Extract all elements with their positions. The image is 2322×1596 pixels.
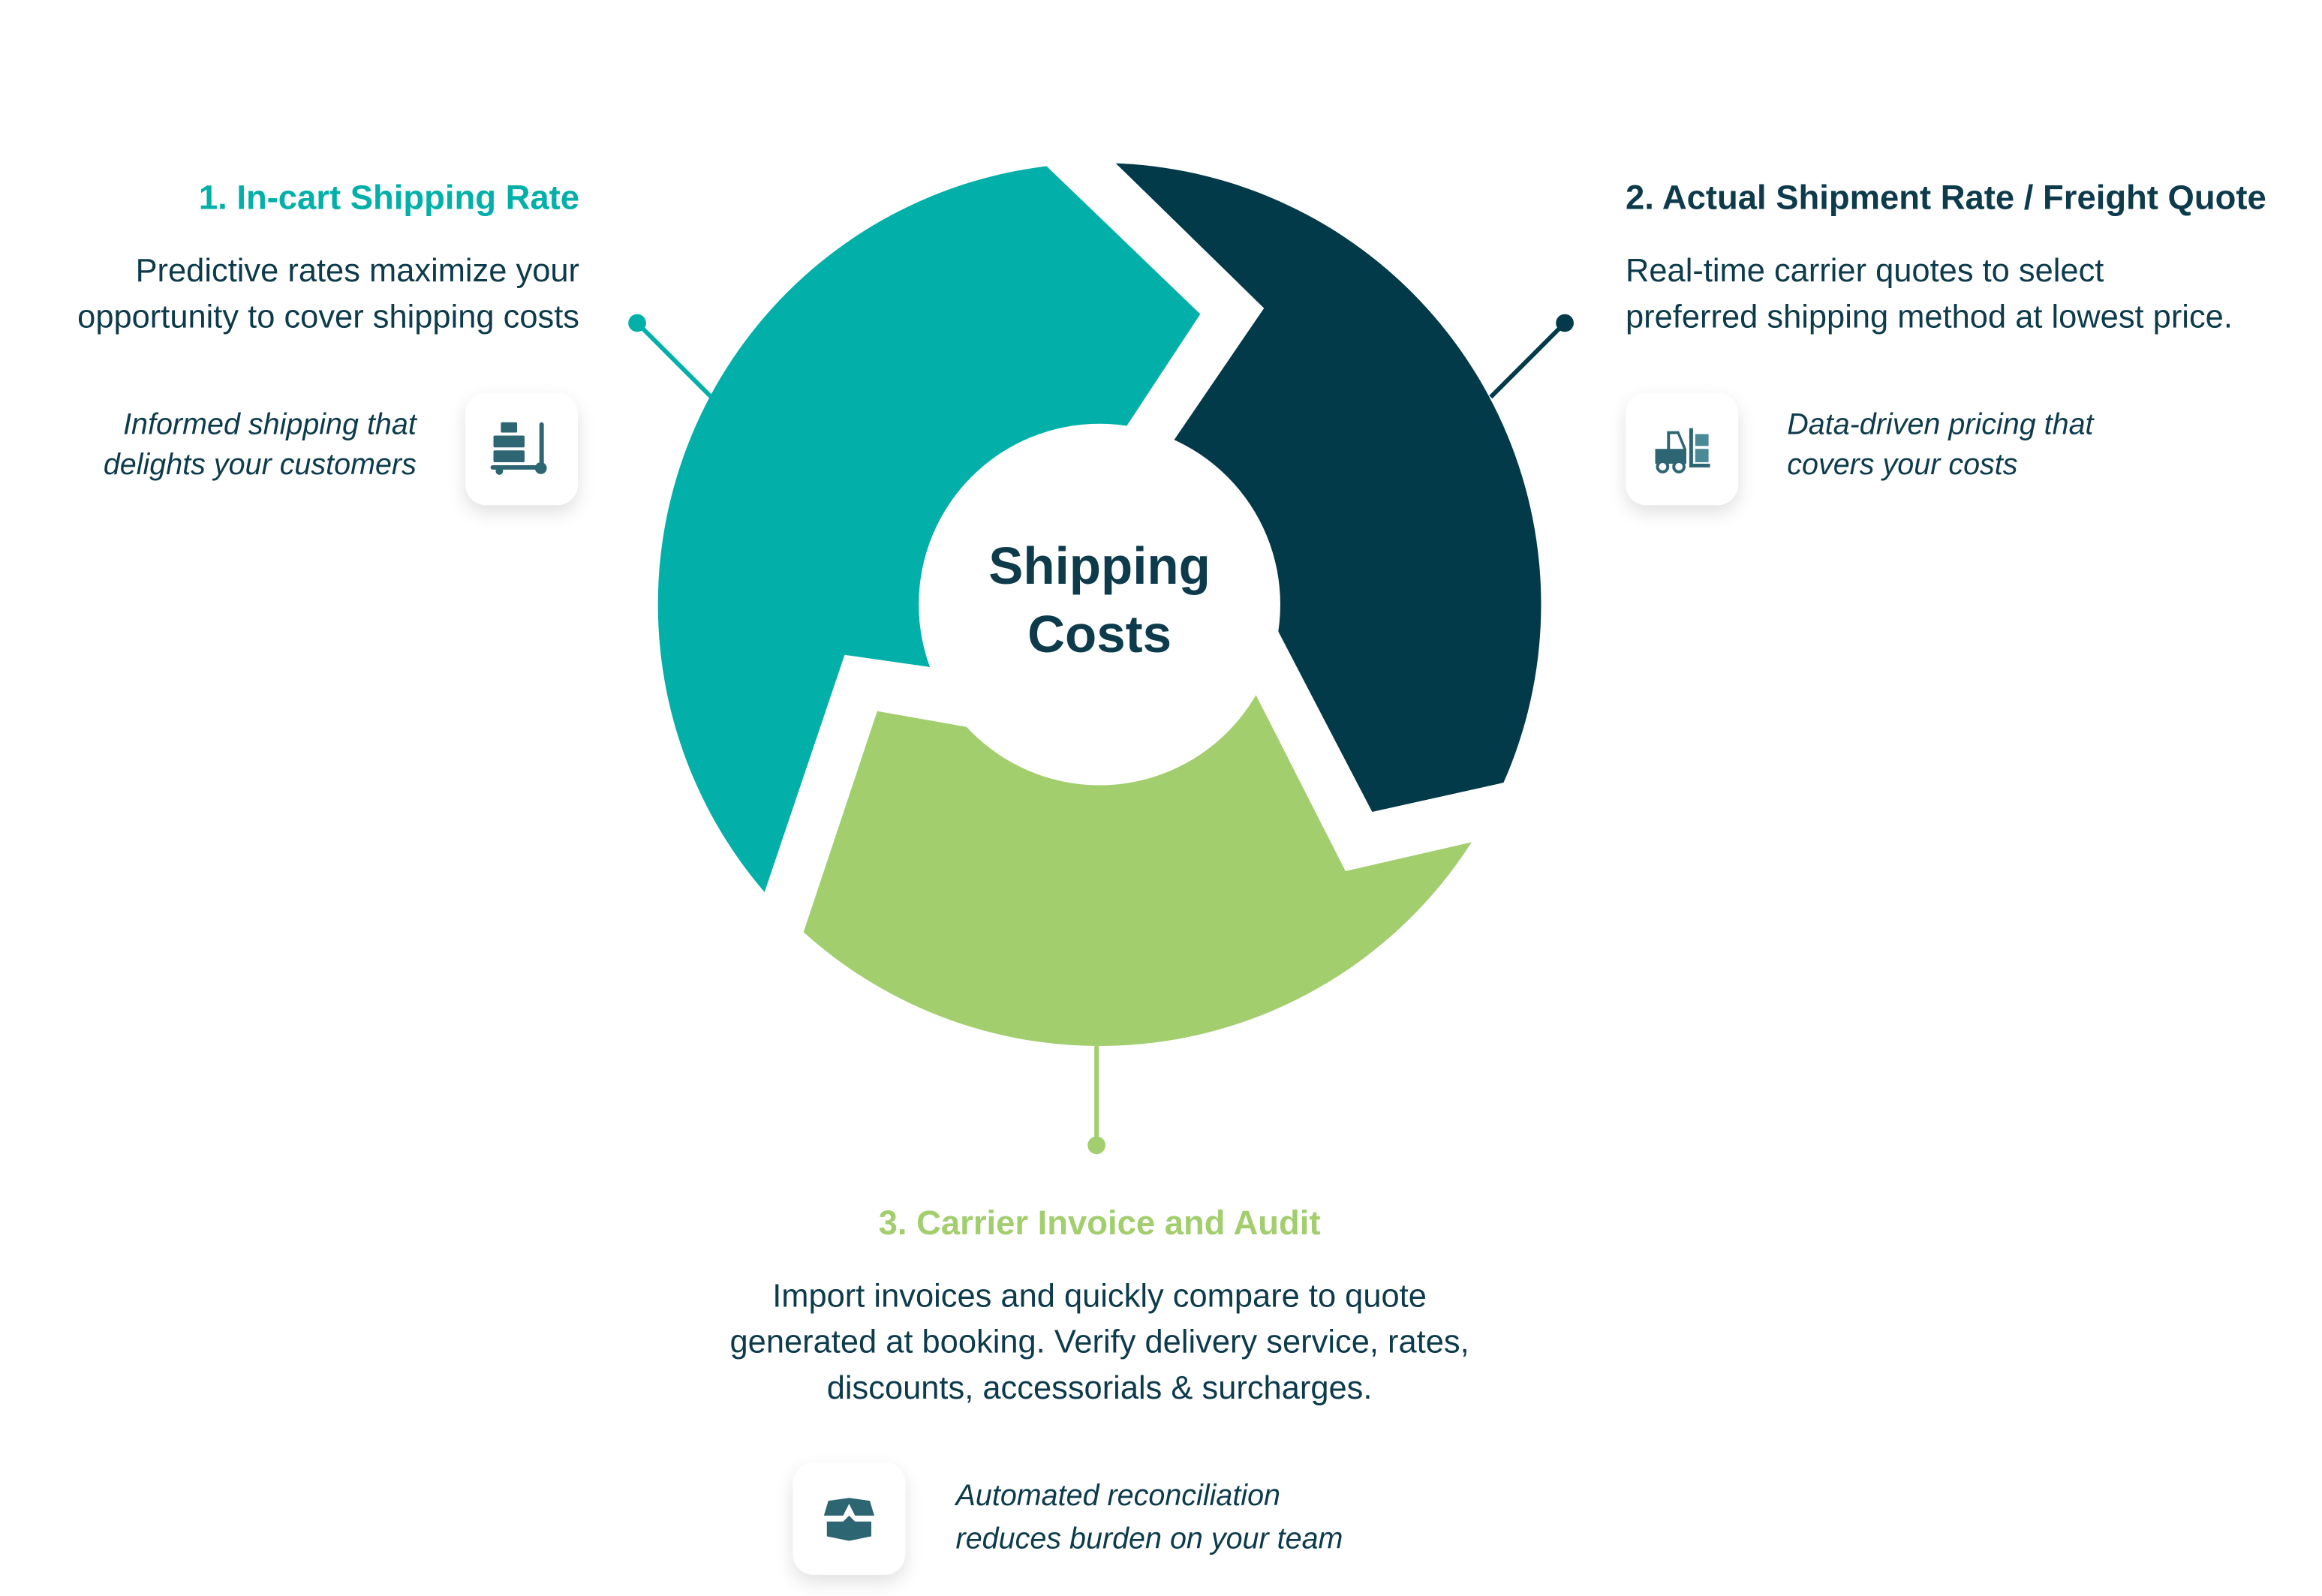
open-box-icon [823, 1498, 874, 1541]
step1-benefit-line: Informed shipping that [123, 408, 417, 442]
center-title: Shipping Costs [952, 534, 1248, 670]
step3-description: Import invoices and quickly compare to q… [581, 1273, 1618, 1411]
step2-benefit-line: covers your costs [1787, 449, 2018, 482]
step3-benefit-line: reduces burden on your team [955, 1522, 1343, 1556]
step1-title: 1. In-cart Shipping Rate [198, 177, 580, 217]
step2-title: 2. Actual Shipment Rate / Freight Quote [1626, 177, 2266, 217]
center-title-line1: Shipping [988, 537, 1211, 596]
step2-description-line: Real-time carrier quotes to select [1626, 251, 2104, 290]
segment-freight-quote [1066, 0, 1926, 813]
step1-benefit-line: delights your customers [103, 449, 417, 482]
step3-title: 3. Carrier Invoice and Audit [878, 1203, 1321, 1242]
forklift-icon [1655, 428, 1710, 473]
connector-dot-step3 [1087, 1136, 1105, 1155]
connector-dot-step1 [628, 314, 646, 332]
step2-icon-card [1626, 392, 1739, 506]
segment-invoice-audit [592, 563, 1926, 1334]
step1-description-line: opportunity to cover shipping costs [77, 297, 580, 335]
hand-truck-icon [490, 422, 547, 475]
step3-icon-card [793, 1462, 906, 1575]
step1-description: Predictive rates maximize your opportuni… [77, 248, 579, 339]
step3-description-line: generated at booking. Verify delivery se… [729, 1323, 1469, 1360]
step3-benefit-line: Automated reconciliation [955, 1480, 1280, 1513]
step2-benefit-line: Data-driven pricing that [1787, 408, 2094, 442]
connector-dot-step2 [1556, 314, 1574, 332]
step1-icon-card [465, 392, 579, 506]
step2-description: Real-time carrier quotes to select prefe… [1626, 248, 2233, 339]
step3-description-line: Import invoices and quickly compare to q… [772, 1277, 1427, 1315]
step2-description-line: preferred shipping method at lowest pric… [1626, 297, 2233, 335]
step3-description-line: discounts, accessorials & surcharges. [826, 1369, 1373, 1406]
center-title-line2: Costs [1027, 606, 1172, 664]
connector-step2 [1489, 321, 1567, 399]
segment-in-cart-rate [148, 0, 1201, 1097]
step1-benefit: Informed shipping that delights your cus… [104, 406, 417, 486]
step3-benefit: Automated reconciliation reduces burden … [956, 1476, 1343, 1562]
connector-step1 [635, 321, 713, 399]
step2-benefit: Data-driven pricing that covers your cos… [1787, 406, 2093, 486]
step1-description-line: Predictive rates maximize your [135, 251, 580, 290]
